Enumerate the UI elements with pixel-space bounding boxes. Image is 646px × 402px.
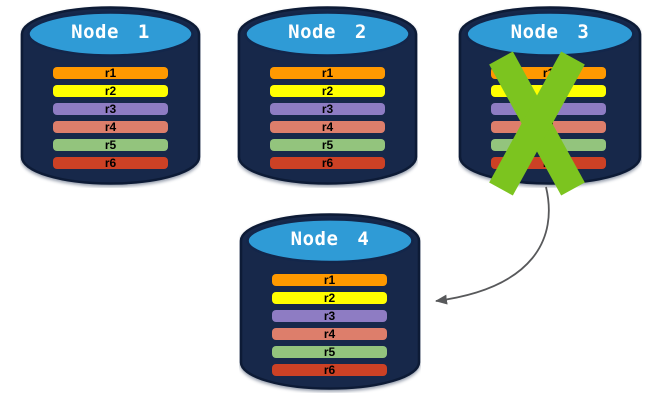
- arrow-path: [435, 186, 550, 305]
- cylinder-lid: [27, 11, 194, 57]
- record-list: r1 r2 r3 r4 r5 r6: [53, 67, 168, 175]
- record-bar-r6: r6: [270, 157, 385, 169]
- node-2: Node 2 r1 r2 r3 r4 r5 r6: [237, 6, 418, 188]
- record-list: r1 r2 r3 r4 r5 r6: [272, 274, 387, 382]
- cross-stroke: [489, 51, 585, 196]
- failure-cross-icon: [489, 51, 585, 196]
- node-title: Node 4: [290, 228, 370, 250]
- record-bar-r1: r1: [272, 274, 387, 286]
- node-3: Node 3 r1 r2 r3 r4 r5 r6: [458, 6, 642, 196]
- cylinder-lid: [465, 11, 635, 57]
- record-bar-r3: r3: [270, 103, 385, 115]
- record-bar-r4: r4: [270, 121, 385, 133]
- node-title: Node 3: [510, 21, 590, 43]
- record-bar-r2: r2: [270, 85, 385, 97]
- record-bar-r3: r3: [272, 310, 387, 322]
- record-bar-r4: r4: [272, 328, 387, 340]
- record-bar-r5: r5: [53, 139, 168, 151]
- record-bar-r5: r5: [272, 346, 387, 358]
- cylinder-lid: [244, 11, 411, 57]
- record-bar-r3: r3: [53, 103, 168, 115]
- node-title: Node 1: [71, 21, 150, 43]
- record-bar-r1: r1: [53, 67, 168, 79]
- record-bar-r5: r5: [270, 139, 385, 151]
- record-bar-r1: r1: [270, 67, 385, 79]
- record-bar-r6: r6: [53, 157, 168, 169]
- record-bar-r6: r6: [272, 364, 387, 376]
- record-list: r1 r2 r3 r4 r5 r6: [270, 67, 385, 175]
- node-title: Node 2: [288, 21, 367, 43]
- node-4: Node 4 r1 r2 r3 r4 r5 r6: [239, 213, 421, 393]
- node-1: Node 1 r1 r2 r3 r4 r5 r6: [20, 6, 201, 188]
- record-bar-r2: r2: [53, 85, 168, 97]
- cylinder-lid: [246, 218, 414, 264]
- record-bar-r2: r2: [272, 292, 387, 304]
- record-bar-r4: r4: [53, 121, 168, 133]
